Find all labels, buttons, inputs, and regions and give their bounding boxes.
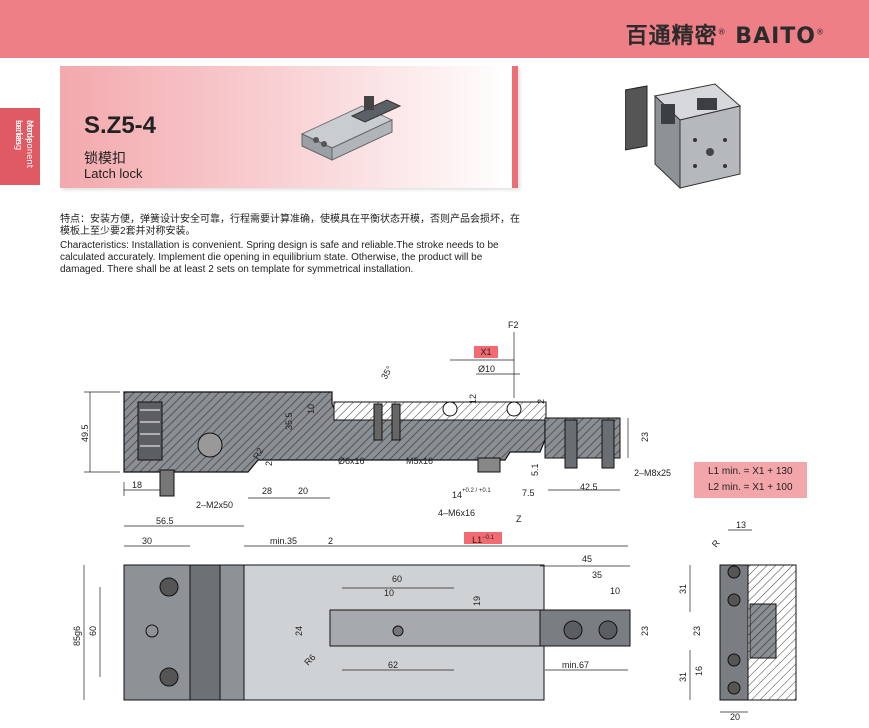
dim-10: 10 [306,404,316,414]
dim-13: 13 [736,520,746,530]
dim-60: 60 [392,574,402,584]
dim-5-1: 5.1 [530,463,540,476]
description: 特点：安装方便，弹簧设计安全可靠，行程需要计算准确，使模具在平衡状态开模，否则产… [60,214,522,278]
dim-r6: R6 [302,652,317,667]
product-photo [300,96,402,161]
dim-60b: 60 [88,626,98,636]
dim-35: 35 [592,570,602,580]
dim-49-5: 49.5 [80,424,90,442]
dim-23: 23 [640,432,650,442]
dim-24: 24 [294,626,304,636]
dim-31b: 31 [678,672,688,682]
dim-42-5: 42.5 [580,482,598,492]
spec-line-1: L1 min. = X1 + 130 [708,466,793,477]
dim-r: R [710,537,722,549]
dim-14: 14 [452,490,462,500]
dim-45: 45 [582,554,592,564]
dim-18: 18 [132,480,142,490]
spec-line-2: L2 min. = X1 + 100 [708,482,793,493]
dim-62: 62 [388,660,398,670]
dim-56-5: 56.5 [156,516,174,526]
spec-box: L1 min. = X1 + 130 L2 min. = X1 + 100 [694,462,807,498]
brand-logo: 百通精密® BAITO® [625,24,825,49]
dim-23b: 23 [640,626,650,636]
dim-2c: 2 [328,536,333,546]
side-tab: Mode locking component series [0,108,40,185]
dim-d10: Ø10 [478,364,495,374]
dim-10b: 10 [384,588,394,598]
dim-m8x25: 2–M8x25 [634,468,671,478]
dim-10c: 10 [610,586,620,596]
dim-12: 12 [468,394,478,404]
dim-min67: min.67 [562,660,589,670]
dim-z: Z [516,514,522,524]
mould-3d-illustration [625,83,742,190]
dim-28: 28 [262,486,272,496]
dim-2b: 2 [264,461,274,466]
dim-20: 20 [298,486,308,496]
brand-en: BAITO [735,24,816,49]
dim-r2: R2 [251,446,265,461]
dim-7-5: 7.5 [522,488,535,498]
dim-19: 19 [472,596,482,606]
dim-23c: 23 [692,626,702,636]
dim-20b: 20 [730,712,740,722]
product-model: S.Z5-4 [84,112,157,139]
section-view [123,391,621,497]
x1-tag-bottom: X1 [474,656,496,668]
dim-f2: F2 [508,320,519,330]
title-box: S.Z5-4 锁模扣 Latch lock [60,66,518,188]
plan-view [123,564,631,701]
product-name-cn: 锁模扣 [84,151,126,167]
dim-angle: 35° [379,364,395,381]
header-bar: 百通精密® BAITO® [0,0,869,58]
dim-d6x16: Ø6x16 [338,456,365,466]
l1-tag: L1−0.1 [464,532,502,545]
dim-m6x16: 4–M6x16 [438,508,475,518]
product-name-en: Latch lock [84,166,143,181]
dim-35-5: 35.5 [284,412,294,430]
dim-31: 31 [678,584,688,594]
x1-tag: X1 [474,346,498,358]
side-view [719,564,797,701]
dim-2: 2 [536,399,546,404]
description-cn: 特点：安装方便，弹簧设计安全可靠，行程需要计算准确，使模具在平衡状态开模，否则产… [60,214,520,237]
dim-min35: min.35 [270,536,297,546]
dim-tol14: +0.2 / +0.1 [462,488,491,494]
dim-85g6: 85g6 [72,626,82,646]
dim-m2x50: 2–M2x50 [196,500,233,510]
dim-m5x16: M5x16 [406,456,433,466]
brand-cn: 百通精密 [625,24,718,49]
dim-30: 30 [142,536,152,546]
dim-16: 16 [694,666,704,676]
description-en: Characteristics: Installation is conveni… [60,240,499,275]
